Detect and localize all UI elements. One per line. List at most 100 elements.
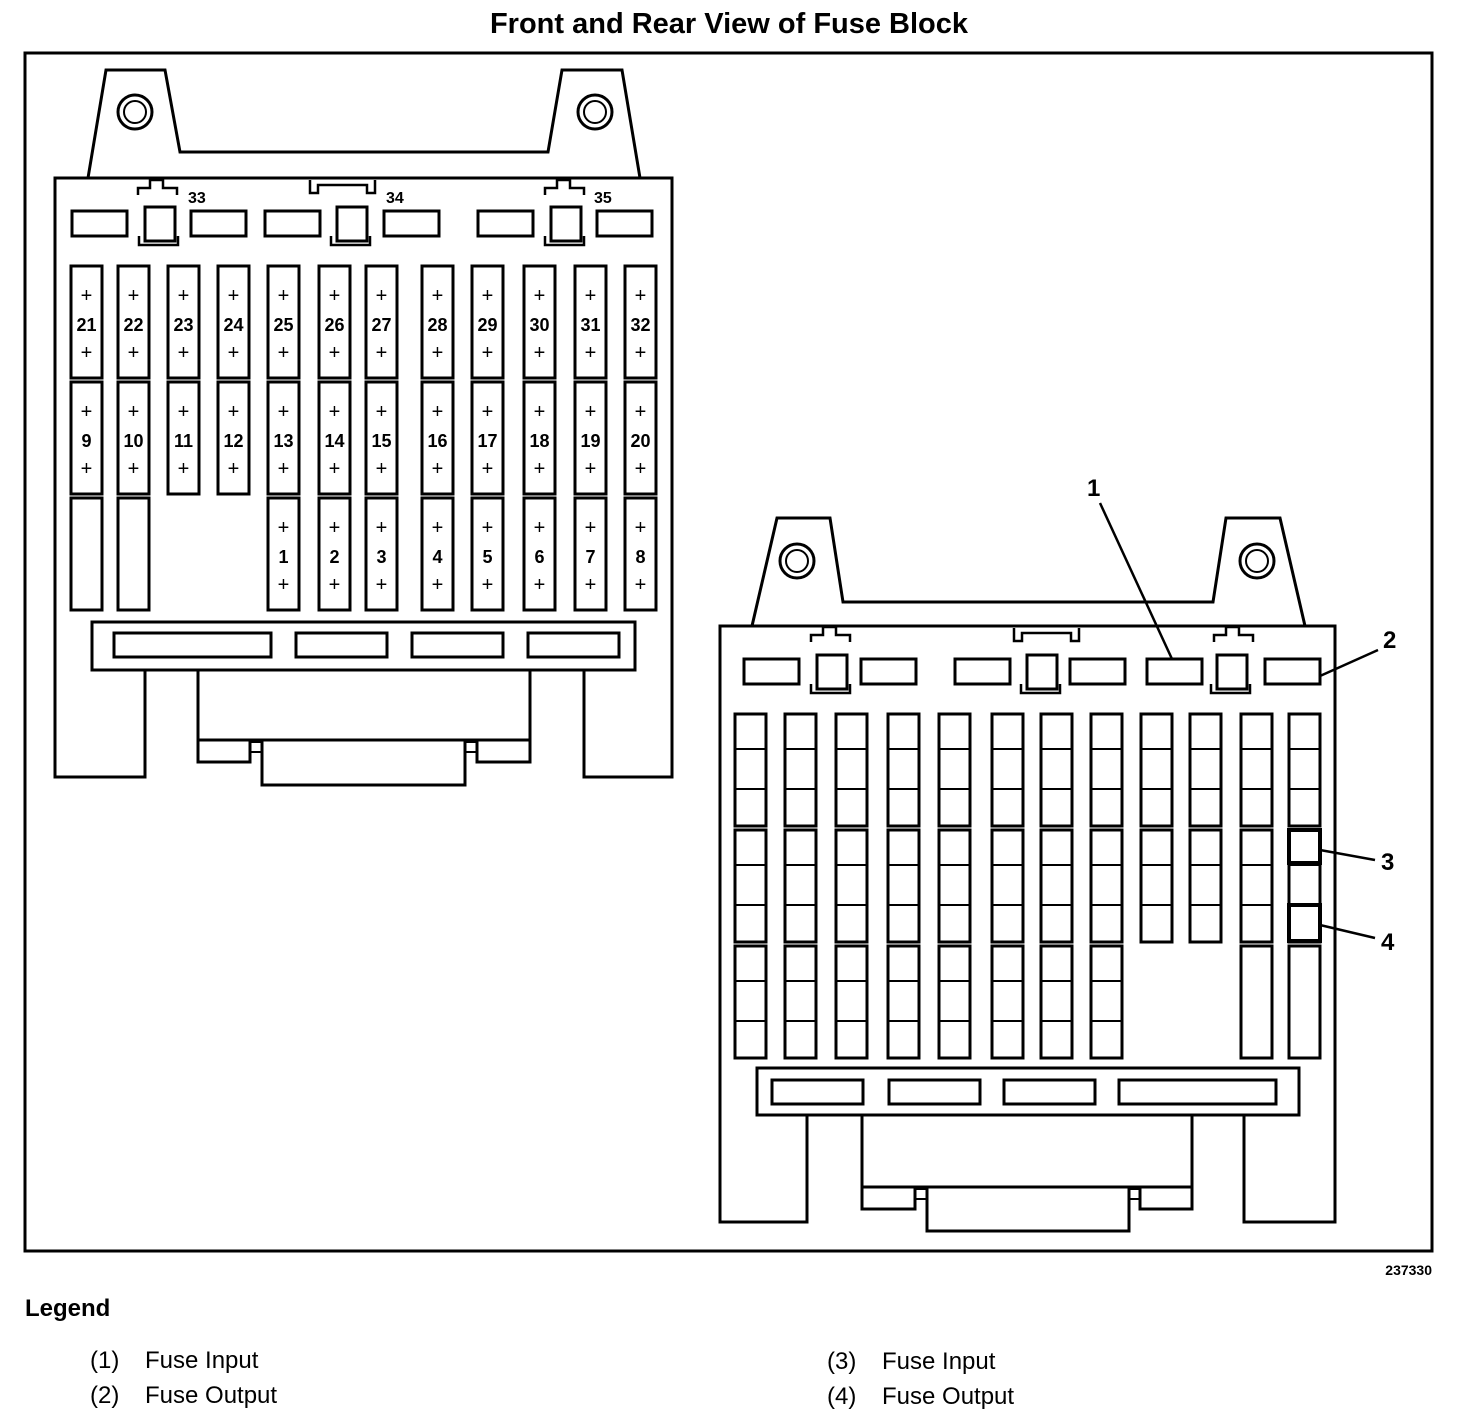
fuse-number: 24 [223,315,243,335]
callout-4: 4 [1381,929,1395,956]
plus-terminal: + [178,342,190,364]
rear-fuse-socket [783,828,818,944]
fuse-slot-21 [69,264,104,380]
rear-fuse-socket [1287,944,1322,1060]
fuse-number: 17 [477,431,497,451]
fuse-slot-27 [364,264,399,380]
fuse-slot-23 [166,264,201,380]
plus-terminal: + [534,517,546,539]
legend-item-3: (3)Fuse Input [827,1348,995,1376]
legend-number: (1) [90,1347,120,1374]
plus-terminal: + [278,401,290,423]
fuse-slot-25 [266,264,301,380]
fuse-slot-18 [522,380,557,496]
rear-fuse-socket [1139,828,1174,944]
legend-number: (4) [827,1383,857,1410]
rear-fuse-socket [1089,944,1124,1060]
fuse-number: 7 [585,547,595,567]
plus-terminal: + [432,574,444,596]
fuse-slot-17 [470,380,505,496]
fuse-number: 28 [427,315,447,335]
fuse-number: 32 [630,315,650,335]
legend-heading: Legend [25,1295,111,1322]
front-connector-frame [90,620,637,672]
relay-label-33: 33 [188,190,206,207]
fuse-slot-14 [317,380,352,496]
rear-fuse-socket [733,828,768,944]
fuse-number: 2 [329,547,339,567]
plus-terminal: + [635,574,647,596]
fuse-number: 21 [76,315,96,335]
fuse-number: 12 [223,431,243,451]
plus-terminal: + [81,458,93,480]
legend-text: Fuse Output [145,1382,278,1409]
fuse-number: 31 [580,315,600,335]
front-plug [196,670,532,742]
legend-text: Fuse Input [145,1347,259,1374]
rear-mount-hole-left [778,542,816,580]
plus-terminal: + [81,401,93,423]
fuse-slot-32 [623,264,658,380]
fuse-number: 5 [482,547,492,567]
plus-terminal: + [635,285,647,307]
fuse-slot-12 [216,380,251,496]
plus-terminal: + [432,342,444,364]
plus-terminal: + [482,574,494,596]
plus-terminal: + [128,342,140,364]
fuse-slot-30 [522,264,557,380]
rear-fuse-socket [1239,944,1274,1060]
rear-fuse-socket [937,828,972,944]
fuse-slot-13 [266,380,301,496]
plus-terminal: + [329,401,341,423]
fuse-number: 19 [580,431,600,451]
plus-terminal: + [432,285,444,307]
plus-terminal: + [585,401,597,423]
figure-id: 237330 [1385,1262,1432,1278]
legend-number: (3) [827,1348,857,1375]
callout-3: 3 [1381,849,1394,876]
fuse-slot-6 [522,496,557,612]
fuse-slot-5 [470,496,505,612]
legend-item-2: (2)Fuse Output [90,1382,277,1410]
rear-fuse-socket [834,828,869,944]
fuse-slot-9 [69,380,104,496]
rear-fuse-socket [783,944,818,1060]
plus-terminal: + [482,458,494,480]
rear-fuse-socket [1188,712,1223,828]
rear-plug [860,1115,1194,1189]
callout-2: 2 [1383,627,1396,654]
fuse-number: 15 [371,431,391,451]
fuse-output-cell-highlight [1287,903,1322,943]
plus-terminal: + [329,517,341,539]
plus-terminal: + [278,574,290,596]
plus-terminal: + [432,401,444,423]
fuse-number: 1 [278,547,288,567]
rear-fuse-socket [1039,712,1074,828]
plus-terminal: + [534,458,546,480]
plus-terminal: + [228,342,240,364]
rear-mounting-ears [750,516,1307,627]
plus-terminal: + [228,401,240,423]
fuse-slot-16 [420,380,455,496]
plus-terminal: + [278,342,290,364]
fuse-number: 27 [371,315,391,335]
fuse-number: 18 [529,431,549,451]
rear-fuse-socket [886,712,921,828]
plus-terminal: + [228,285,240,307]
spare-slot [69,496,104,612]
fuse-number: 13 [273,431,293,451]
front-mounting-ears [86,68,642,179]
rear-fuse-socket [1239,712,1274,828]
plus-terminal: + [482,401,494,423]
callout-1: 1 [1087,475,1100,502]
plus-terminal: + [432,458,444,480]
fuse-number: 8 [635,547,645,567]
plus-terminal: + [585,574,597,596]
fuse-slot-19 [573,380,608,496]
plus-terminal: + [228,458,240,480]
rear-fuse-socket [937,712,972,828]
fuse-slot-8 [623,496,658,612]
fuse-number: 3 [376,547,386,567]
plus-terminal: + [376,517,388,539]
fuse-number: 26 [324,315,344,335]
